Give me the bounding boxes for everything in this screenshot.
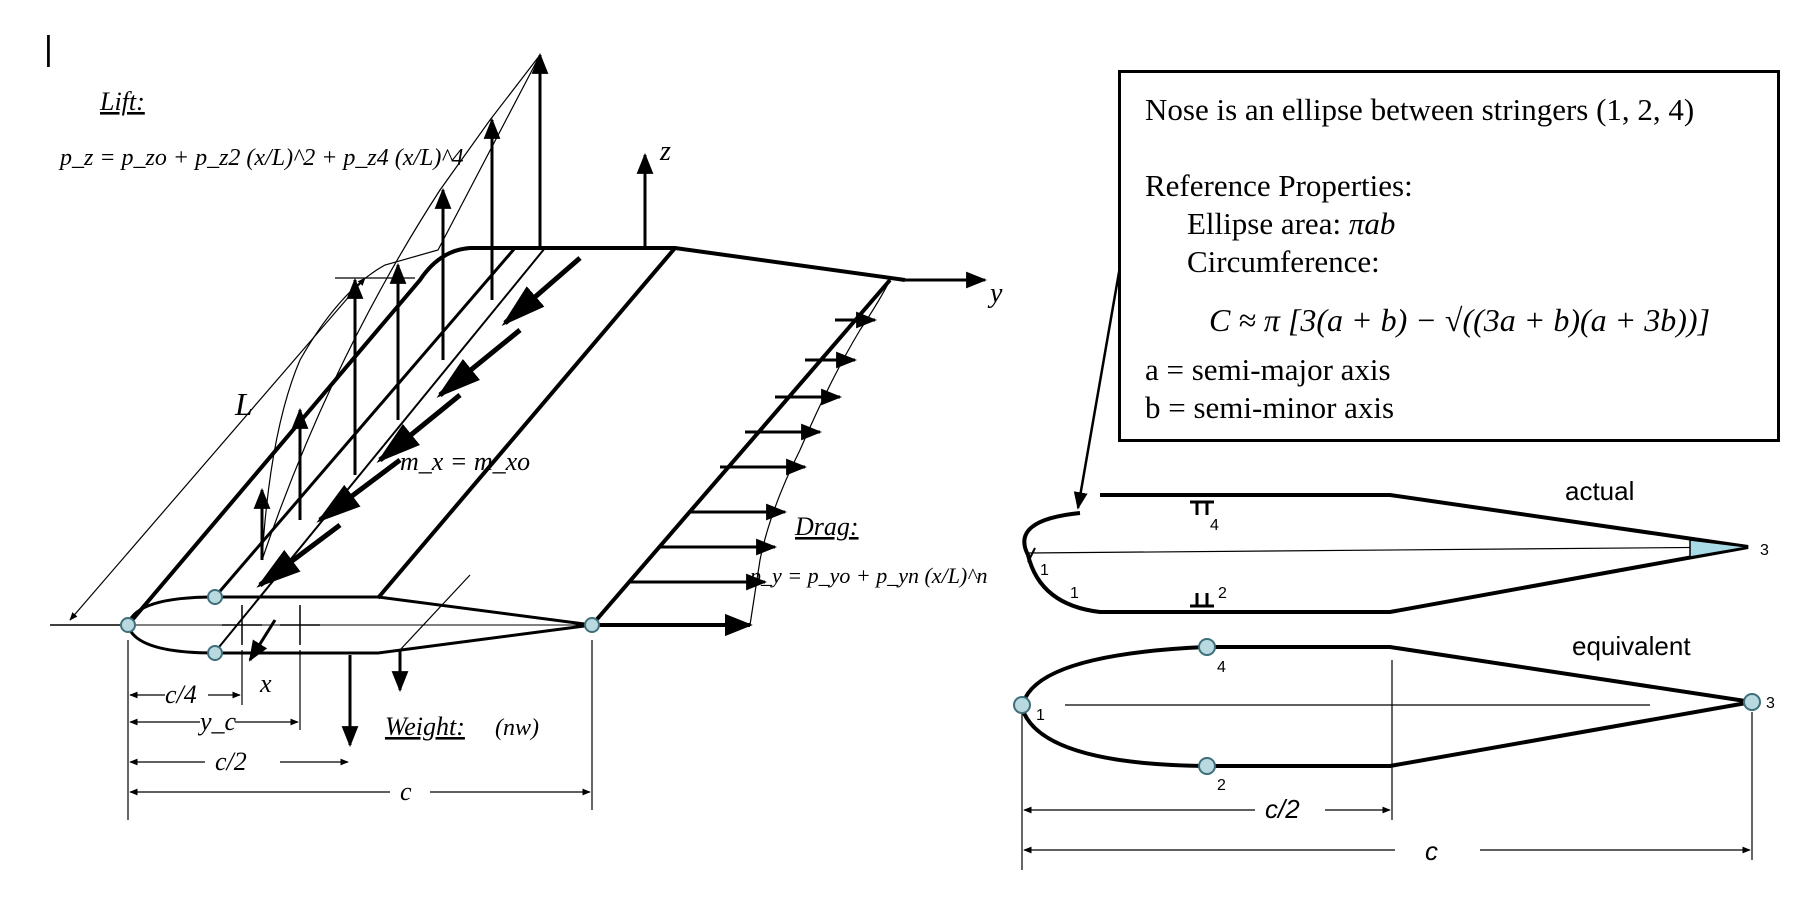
- drag-label: Drag:: [794, 512, 859, 541]
- reference-properties-heading: Reference Properties:: [1145, 168, 1413, 203]
- weight-value: (nw): [495, 715, 539, 741]
- x-axis-label: x: [259, 669, 272, 698]
- trailing-edge-fill: [1689, 539, 1749, 558]
- eq-stringer-label-4: 4: [1217, 659, 1226, 676]
- stringer-dot: [1743, 693, 1761, 711]
- stringer-dot: [207, 589, 223, 605]
- actual-section: [1022, 493, 1749, 614]
- y-axis-label: y: [987, 278, 1003, 309]
- ellipse-area-row: Ellipse area: πab: [1145, 205, 1777, 243]
- wing-3d-view: [50, 52, 988, 820]
- actual-label: actual: [1565, 476, 1634, 506]
- weight-label: Weight:: [385, 712, 465, 741]
- cursor-mark: |: [44, 30, 53, 68]
- left-stringers: [120, 589, 600, 661]
- ellipse-area-label: Ellipse area:: [1187, 206, 1349, 241]
- semi-major-axis: a = semi-major axis: [1145, 352, 1391, 387]
- moment-label: m_x = m_xo: [400, 447, 530, 476]
- stringer-dot: [1198, 757, 1216, 775]
- semi-minor-axis: b = semi-minor axis: [1145, 390, 1395, 425]
- eq-stringer-label-2: 2: [1217, 777, 1226, 794]
- ellipse-area-value: πab: [1348, 206, 1396, 241]
- eq-dim-c: c: [1425, 836, 1438, 866]
- eq-stringer-label-1: 1: [1036, 707, 1045, 724]
- stringer-label-3: 3: [1760, 542, 1769, 559]
- lift-label: Lift:: [99, 87, 145, 116]
- equivalent-section: [1019, 645, 1753, 870]
- stringer-t-top: [1190, 500, 1214, 515]
- equivalent-label: equivalent: [1572, 631, 1691, 661]
- lift-formula: p_z = p_zo + p_z2 (x/L)^2 + p_z4 (x/L)^4: [58, 145, 464, 171]
- stringer-label-2: 2: [1218, 585, 1227, 602]
- stringer-label-1b: 1: [1070, 585, 1079, 602]
- stringer-dot: [120, 617, 136, 633]
- length-label: L: [234, 386, 253, 422]
- eq-dim-c2: c/2: [1265, 794, 1300, 824]
- z-axis-label: z: [659, 136, 671, 167]
- stringer-dot: [1198, 638, 1216, 656]
- dim-yc: y_c: [197, 707, 237, 736]
- pointer-arrow: [1073, 254, 1124, 510]
- stringer-t-bottom: [1190, 593, 1214, 608]
- stringer-label-1: 1: [1040, 562, 1049, 579]
- stringer-dot: [1013, 696, 1031, 714]
- circumference-formula: C ≈ π [3(a + b) − √((3a + b)(a + 3b))]: [1209, 302, 1711, 338]
- nose-description: Nose is an ellipse between stringers (1,…: [1145, 92, 1695, 127]
- stringer-dot: [584, 617, 600, 633]
- drag-formula: p_y = p_yo + p_yn (x/L)^n: [748, 563, 988, 588]
- circumference-heading: Circumference:: [1187, 244, 1380, 279]
- reference-properties-box: Nose is an ellipse between stringers (1,…: [1118, 70, 1780, 442]
- dim-c: c: [400, 777, 412, 806]
- equivalent-stringers: [1013, 638, 1761, 775]
- stringer-label-4: 4: [1210, 517, 1219, 534]
- eq-stringer-label-3: 3: [1766, 695, 1775, 712]
- dim-c4: c/4: [165, 680, 197, 709]
- dim-c2: c/2: [215, 747, 247, 776]
- stringer-dot: [207, 645, 223, 661]
